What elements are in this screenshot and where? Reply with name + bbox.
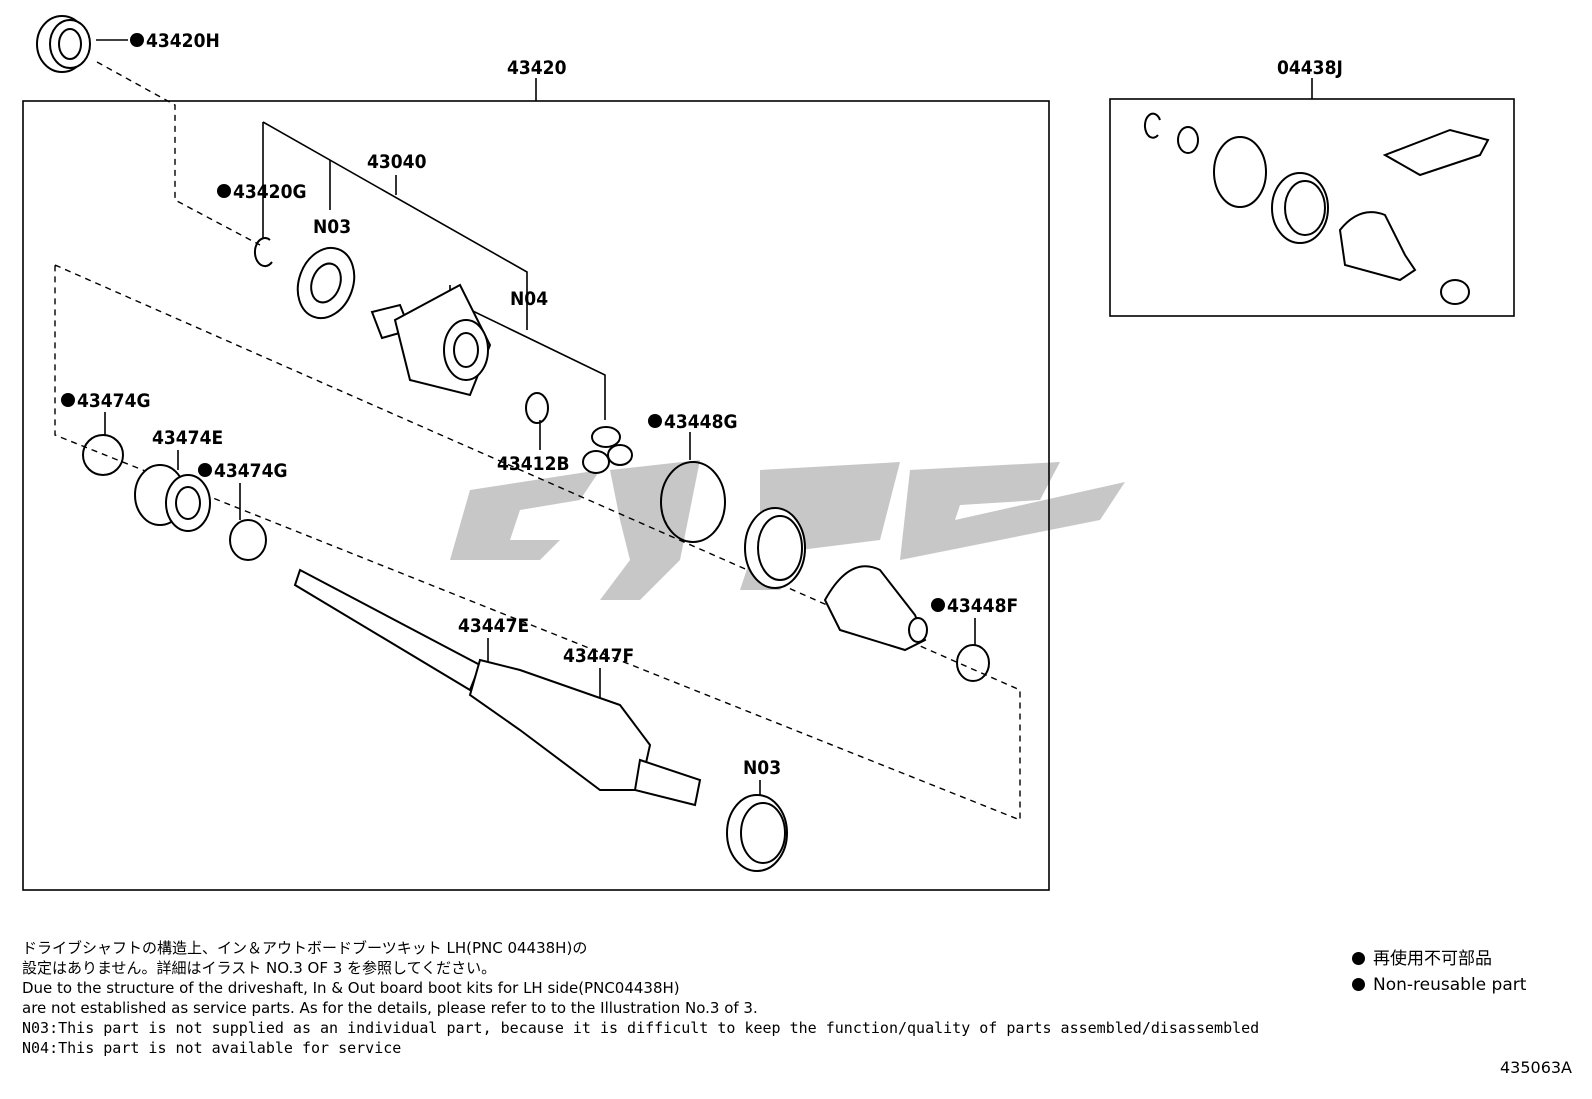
part-n03-washer xyxy=(296,246,356,320)
part-43040-inboard-joint xyxy=(370,283,492,397)
label-43040: 43040 xyxy=(367,151,427,173)
note-jp-2: 設定はありません。詳細はイラスト NO.3 OF 3 を参照してください。 xyxy=(22,959,497,977)
label-43448G: 43448G xyxy=(664,411,738,433)
illustration-code: 435063A xyxy=(1499,1058,1572,1077)
label-43420: 43420 xyxy=(507,57,567,79)
part-n04-tripod xyxy=(582,426,633,474)
notes: ドライブシャフトの構造上、イン＆アウトボードブーツキット LH(PNC 0443… xyxy=(22,938,1259,1058)
part-43420H-seal xyxy=(36,15,91,73)
label-43447E: 43447E xyxy=(458,615,529,637)
note-en-1: Due to the structure of the driveshaft, … xyxy=(22,979,680,997)
label-43412B: 43412B xyxy=(497,453,570,475)
part-43448F-clamp xyxy=(956,644,990,682)
part-boot-ring xyxy=(744,507,806,589)
legend-jp: 再使用不可部品 xyxy=(1373,949,1492,969)
part-43448G-clamp xyxy=(660,461,726,543)
label-43447F: 43447F xyxy=(563,645,634,667)
part-43412B-snap-ring xyxy=(525,392,549,424)
label-43474E: 43474E xyxy=(152,427,223,449)
label-04438J: 04438J xyxy=(1277,57,1343,79)
label-43448F: 43448F xyxy=(947,595,1018,617)
note-n03: N03:This part is not supplied as an indi… xyxy=(22,1019,1260,1037)
legend: 再使用不可部品 Non-reusable part xyxy=(1352,946,1526,998)
non-reusable-dot-icon xyxy=(1352,952,1365,965)
label-43474G-b: 43474G xyxy=(214,460,288,482)
part-driveshaft xyxy=(293,568,702,807)
note-en-2: are not established as service parts. As… xyxy=(22,999,758,1017)
label-n04: N04 xyxy=(510,288,548,310)
part-n03-seal xyxy=(726,794,788,872)
part-43474G-clamp-b xyxy=(229,519,267,561)
label-n03-top: N03 xyxy=(313,216,351,238)
part-inboard-boot xyxy=(823,565,928,652)
legend-en: Non-reusable part xyxy=(1373,975,1527,995)
label-43420H: 43420H xyxy=(146,30,220,52)
label-n03-bottom: N03 xyxy=(743,757,781,779)
label-43420G: 43420G xyxy=(233,181,307,203)
non-reusable-dot-icon xyxy=(1352,978,1365,991)
note-jp-1: ドライブシャフトの構造上、イン＆アウトボードブーツキット LH(PNC 0443… xyxy=(22,939,588,957)
part-43420G-snap-ring xyxy=(253,237,273,268)
part-43474E-damper xyxy=(134,464,211,532)
label-43474G-a: 43474G xyxy=(77,390,151,412)
kit-parts xyxy=(1143,112,1490,305)
part-43474G-clamp-a xyxy=(82,434,124,476)
note-n04: N04:This part is not available for servi… xyxy=(22,1039,402,1057)
